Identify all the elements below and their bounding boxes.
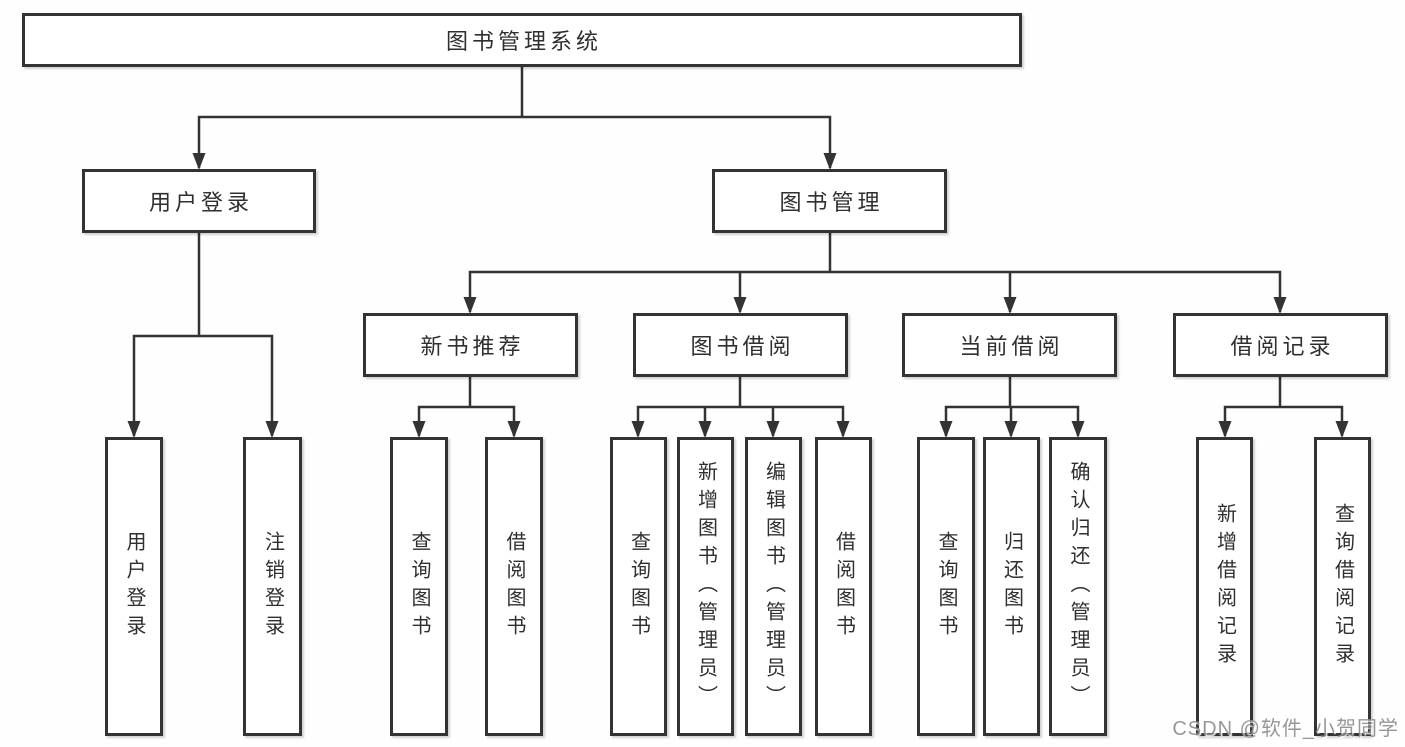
leaf-edit-books-admin: 编辑图书（管理员） — [745, 437, 802, 736]
node-label: 图书管理系统 — [445, 29, 602, 54]
leaf-label: 归还图书 — [1000, 530, 1023, 643]
node-book-management: 图书管理 — [712, 169, 947, 233]
node-label: 图书借阅 — [690, 334, 795, 359]
leaf-user-login: 用户登录 — [105, 437, 163, 736]
csdn-watermark: CSDN @软件_小贺同学 — [1172, 718, 1399, 740]
leaf-add-borrow-record: 新增借阅记录 — [1196, 437, 1253, 736]
node-label: 借阅记录 — [1230, 334, 1335, 359]
leaf-query-borrow-record: 查询借阅记录 — [1314, 437, 1371, 736]
leaf-borrow-books: 借阅图书 — [485, 437, 543, 736]
arrowheads — [127, 153, 1349, 438]
leaf-label: 新增借阅记录 — [1213, 502, 1236, 671]
leaf-add-books-admin: 新增图书（管理员） — [677, 437, 734, 736]
node-label: 当前借阅 — [959, 334, 1064, 359]
leaf-label: 新增图书（管理员） — [694, 460, 717, 713]
node-new-book-recommend: 新书推荐 — [363, 313, 578, 377]
leaf-label: 用户登录 — [123, 530, 145, 643]
leaf-label: 借阅图书 — [832, 530, 855, 643]
node-label: 新书推荐 — [420, 334, 525, 359]
node-book-borrow: 图书借阅 — [633, 313, 848, 377]
leaf-borrow-books-2: 借阅图书 — [815, 437, 872, 736]
leaf-query-books: 查询图书 — [390, 437, 448, 736]
node-user-login: 用户登录 — [82, 169, 316, 233]
leaf-query-books-2: 查询图书 — [610, 437, 667, 736]
leaf-query-books-3: 查询图书 — [917, 437, 975, 736]
node-borrow-records: 借阅记录 — [1173, 313, 1388, 377]
leaf-label: 注销登录 — [261, 530, 284, 643]
leaf-confirm-return-admin: 确认归还（管理员） — [1049, 437, 1107, 736]
leaf-label: 查询图书 — [935, 530, 957, 643]
leaf-logout-login: 注销登录 — [243, 437, 302, 736]
leaf-label: 确认归还（管理员） — [1067, 460, 1089, 713]
leaf-label: 编辑图书（管理员） — [762, 460, 785, 713]
node-label: 图书管理 — [779, 190, 884, 215]
leaf-return-books: 归还图书 — [983, 437, 1040, 736]
leaf-label: 查询借阅记录 — [1331, 502, 1354, 671]
leaf-label: 借阅图书 — [503, 530, 525, 643]
node-current-borrow: 当前借阅 — [902, 313, 1117, 377]
leaf-label: 查询图书 — [627, 530, 650, 643]
node-label: 用户登录 — [148, 190, 253, 215]
leaf-label: 查询图书 — [408, 530, 430, 643]
node-library-management-system: 图书管理系统 — [22, 13, 1022, 67]
